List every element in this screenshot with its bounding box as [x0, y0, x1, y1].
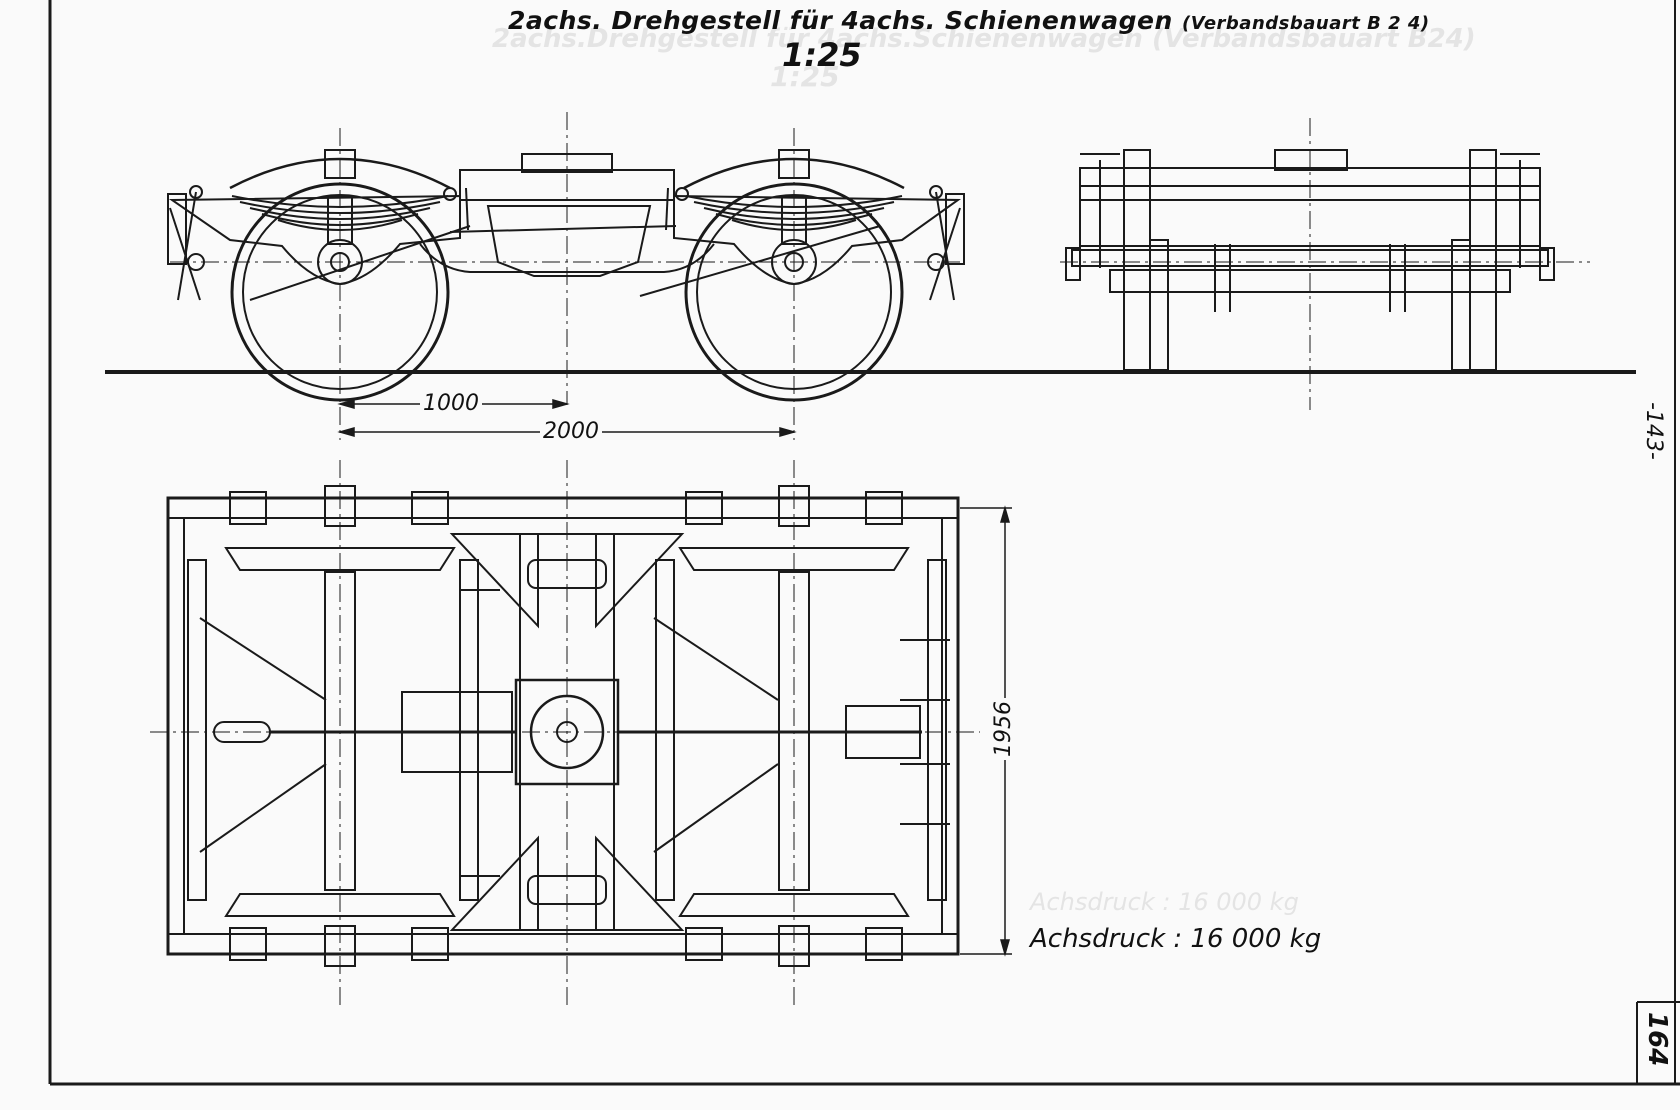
end-view: [1060, 118, 1590, 410]
sheet-border: [48, 0, 1680, 1086]
drawing-title: 2achs. Drehgestell für 4achs. Schienenwa…: [508, 6, 1430, 35]
dim-wheelbase: 2000: [540, 419, 602, 444]
bolster-side: [459, 153, 675, 277]
drawing-scale: 1:25: [782, 36, 862, 74]
page-number: 164: [1642, 1012, 1672, 1067]
side-view: [105, 112, 1636, 440]
leaf-spring-right: [685, 195, 903, 245]
axle-load-label: Achsdruck : 16 000 kg: [1030, 924, 1322, 954]
side-frame: [168, 194, 962, 286]
plan-view: [150, 460, 980, 1010]
bolster-plan: [449, 533, 685, 931]
page-marker: -143-: [1641, 402, 1666, 460]
show-through-scale: 1:25: [770, 60, 840, 93]
dim-half-wheelbase: 1000: [420, 391, 482, 416]
plan-side-beam-top: [167, 485, 959, 527]
show-through-title: 2achs.Drehgestell für 4achs.Schienenwage…: [492, 24, 1476, 54]
show-through-axle-load: Achsdruck : 16 000 kg: [1030, 888, 1299, 916]
plan-side-beam-bottom: [167, 925, 959, 967]
dim-width: 1956: [991, 698, 1016, 760]
title-main: 2achs. Drehgestell für 4achs. Schienenwa…: [508, 6, 1173, 35]
title-sub: (Verbandsbauart B 2 4): [1181, 13, 1430, 34]
leaf-spring-left: [231, 195, 449, 245]
